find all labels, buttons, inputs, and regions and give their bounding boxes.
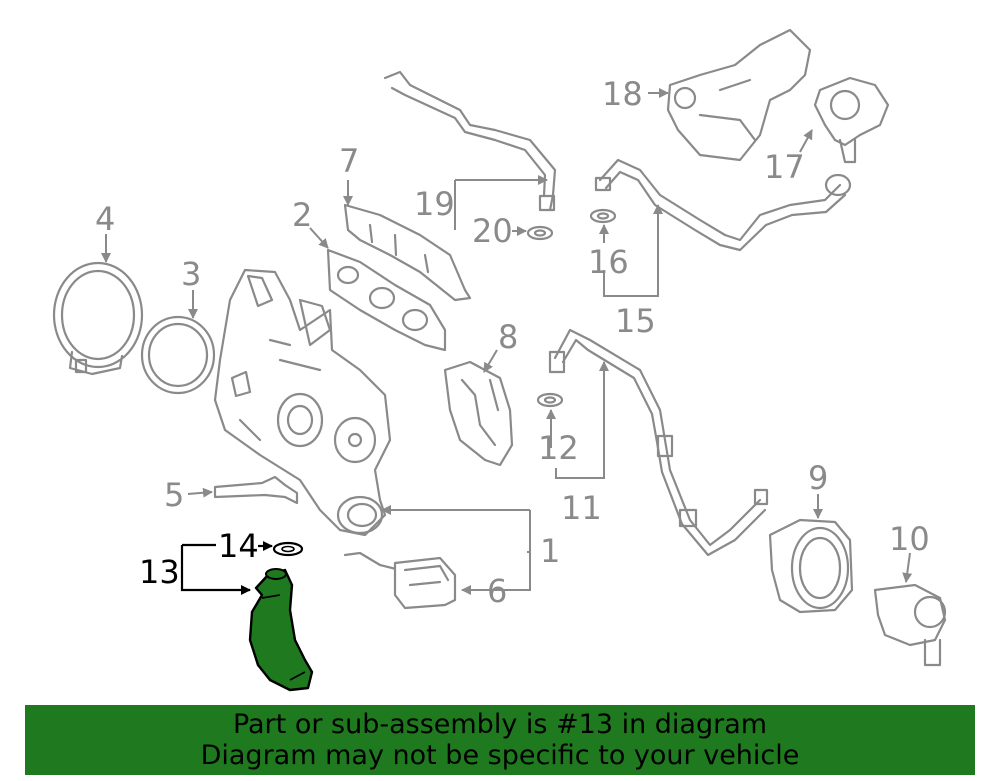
leader-lines (101, 88, 913, 595)
callout-8: 8 (498, 318, 518, 356)
part-9-pump[interactable] (768, 518, 854, 614)
part-11-coolant-line[interactable] (548, 328, 769, 557)
callout-14: 14 (218, 527, 259, 565)
part-3-gasket[interactable] (140, 315, 216, 395)
part-6-actuator[interactable] (343, 551, 457, 610)
callout-15: 15 (615, 302, 656, 340)
callout-5: 5 (164, 476, 184, 514)
part-20-washer[interactable] (526, 225, 554, 241)
callout-18: 18 (602, 75, 643, 113)
callout-2: 2 (292, 196, 312, 234)
part-2-manifold-gasket[interactable] (326, 248, 447, 352)
callout-12: 12 (538, 429, 579, 467)
callout-20: 20 (472, 212, 513, 250)
callout-17: 17 (764, 148, 805, 186)
callout-10: 10 (889, 520, 930, 558)
part-16-washer[interactable] (589, 208, 617, 224)
part-13-hose-highlighted[interactable] (248, 568, 314, 692)
callout-11: 11 (561, 489, 602, 527)
callout-19: 19 (414, 185, 455, 223)
part-15-coolant-line[interactable] (594, 158, 852, 252)
callout-7: 7 (339, 142, 359, 180)
callout-labels: 1 2 3 4 5 6 7 8 9 10 11 12 13 14 15 16 1… (95, 75, 930, 610)
part-4-clamp[interactable] (52, 261, 144, 376)
callout-9: 9 (808, 459, 828, 497)
part-8-heat-shield[interactable] (443, 360, 514, 467)
callout-6: 6 (487, 572, 507, 610)
part-5-bracket[interactable] (213, 475, 299, 505)
info-banner: Part or sub-assembly is #13 in diagram D… (25, 705, 975, 775)
banner-line-2: Diagram may not be specific to your vehi… (200, 740, 800, 771)
banner-line-1: Part or sub-assembly is #13 in diagram (232, 709, 768, 740)
callout-13: 13 (139, 553, 180, 591)
callout-3: 3 (181, 255, 201, 293)
part-12-washer[interactable] (536, 392, 564, 408)
callout-1: 1 (540, 532, 560, 570)
part-19-oil-line[interactable] (383, 70, 557, 212)
part-14-washer[interactable] (272, 541, 304, 557)
callout-4: 4 (95, 200, 115, 238)
part-7-heat-shield[interactable] (343, 203, 472, 302)
part-10-valve[interactable] (873, 583, 947, 667)
part-18-housing[interactable] (666, 28, 812, 162)
part-17-pump[interactable] (813, 76, 890, 164)
callout-16: 16 (588, 243, 629, 281)
